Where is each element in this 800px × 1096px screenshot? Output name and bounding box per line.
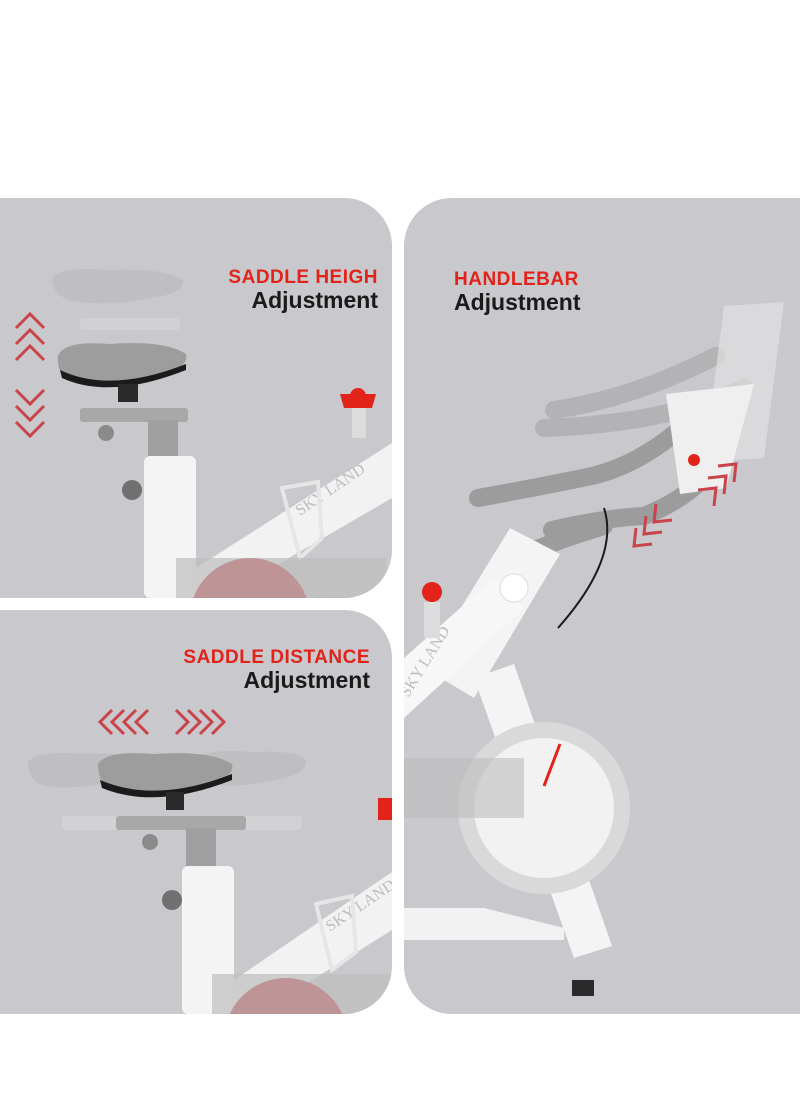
red-knob-icon: [378, 798, 392, 820]
handlebar-subtitle: Adjustment: [454, 288, 581, 315]
saddle-height-title: SADDLE HEIGH: [228, 267, 378, 288]
saddle-distance-illustration: SKY LAND: [28, 708, 392, 1014]
saddle-height-caption: SADDLE HEIGH Adjustment: [228, 267, 379, 313]
handlebar-illustration: SKY LAND: [404, 302, 784, 996]
saddle-height-illustration: SKY LAND: [14, 269, 392, 598]
seat-knob-icon: [122, 480, 142, 500]
base: [404, 908, 564, 940]
handlebar-title: HANDLEBAR: [454, 269, 579, 290]
ghost-saddle-raised: [52, 269, 184, 330]
saddle-distance-subtitle: Adjustment: [243, 666, 371, 693]
up-arrows-icon: [697, 462, 738, 507]
saddle-height-panel: SKY LAND SADDLE HEIGH Adjustment: [0, 198, 392, 598]
bottle-holder: [279, 479, 325, 562]
saddle-distance-caption: SADDLE DISTANCE Adjustment: [183, 647, 371, 693]
left-arrows-icon: [97, 708, 150, 736]
seat-knob-icon: [162, 890, 182, 910]
foot: [572, 980, 594, 996]
saddle: [98, 753, 246, 850]
saddle-distance-title: SADDLE DISTANCE: [183, 647, 370, 668]
saddle-distance-panel: SKY LAND SADDLE DISTANCE Adjustment: [0, 610, 392, 1014]
seat-post: [186, 828, 216, 868]
seat-post: [148, 420, 178, 458]
up-arrows-icon: [14, 311, 46, 362]
cable: [557, 507, 609, 629]
release-lever-icon: [688, 454, 700, 466]
right-arrows-icon: [174, 708, 227, 736]
logo-badge: [499, 573, 529, 603]
top-tube: [404, 578, 524, 718]
tablet-holder: [666, 384, 754, 494]
down-arrows-icon: [632, 503, 673, 548]
handlebar-caption: HANDLEBAR Adjustment: [454, 269, 581, 315]
red-knob-icon: [340, 388, 376, 438]
saddle-height-subtitle: Adjustment: [251, 286, 379, 313]
red-knob-icon: [422, 582, 442, 638]
bottle-holder: [313, 893, 359, 974]
handlebar-panel: SKY LAND HANDLEBAR Adjustment: [404, 198, 800, 1014]
saddle: [57, 343, 188, 441]
down-arrows-icon: [14, 388, 46, 439]
